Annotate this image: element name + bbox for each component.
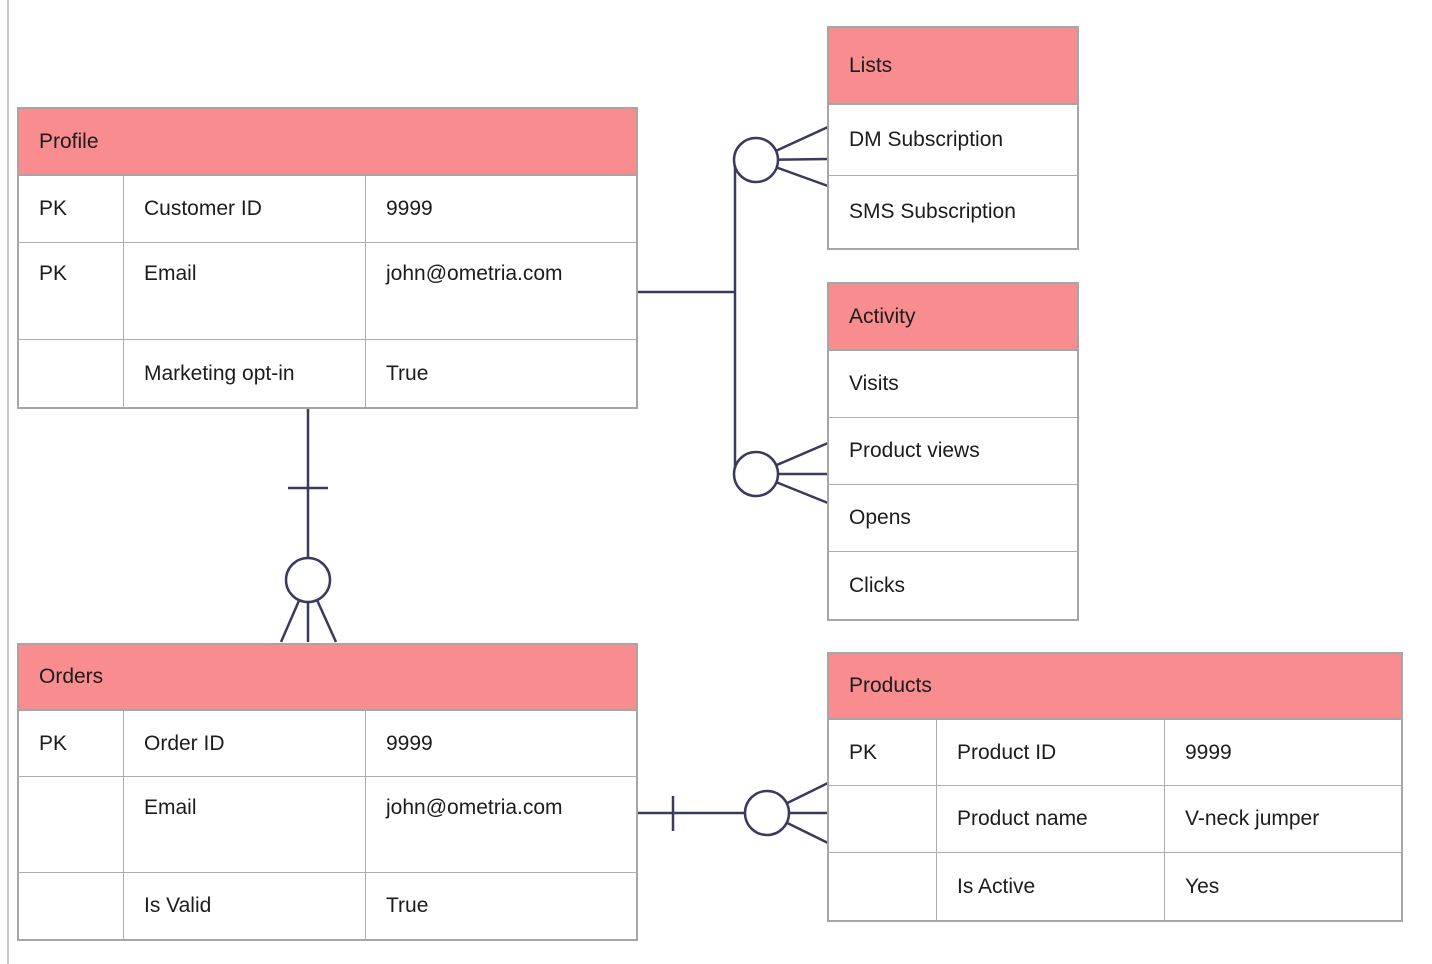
- cell-field: Email: [124, 243, 366, 339]
- table-row: DM Subscription: [829, 105, 1077, 176]
- table-row: PK Product ID 9999: [829, 720, 1401, 786]
- cell-field: Visits: [849, 372, 899, 395]
- cell-value: john@ometria.com: [386, 262, 563, 285]
- cell-field: Is Active: [937, 853, 1165, 920]
- crow-foot-activity-icon: [755, 441, 829, 505]
- cell-field: SMS Subscription: [849, 200, 1016, 223]
- cell-key: PK: [829, 720, 937, 785]
- cell-key: PK: [19, 711, 124, 776]
- cell-key: [19, 777, 124, 872]
- cell-key: [19, 873, 124, 939]
- table-row: PK Order ID 9999: [19, 711, 636, 777]
- zero-circle-orders-icon: [284, 556, 332, 604]
- entity-profile-title: Profile: [39, 129, 99, 153]
- cell-value: Yes: [1185, 874, 1220, 898]
- cell-key: PK: [19, 243, 124, 339]
- cell-field: Order ID: [124, 711, 366, 776]
- table-row: Product name V-neck jumper: [829, 786, 1401, 853]
- entity-profile-header: Profile: [19, 109, 636, 176]
- table-row: Marketing opt-in True: [19, 340, 636, 407]
- table-row: Is Valid True: [19, 873, 636, 939]
- cell-field: Email: [124, 777, 366, 872]
- cell-field: Clicks: [849, 573, 905, 597]
- zero-circle-activity-icon: [732, 450, 780, 498]
- connector-orders-products[interactable]: [637, 781, 829, 845]
- cell-key: PK: [19, 176, 124, 242]
- cell-value: 9999: [1185, 740, 1232, 764]
- table-row: PK Customer ID 9999: [19, 176, 636, 243]
- table-row: Opens: [829, 485, 1077, 552]
- cell-field: Is Valid: [124, 873, 366, 939]
- cell-key: [829, 786, 937, 852]
- cell-value: True: [386, 361, 429, 385]
- entity-activity-header: Activity: [829, 284, 1077, 351]
- cell-field: Product ID: [937, 720, 1165, 785]
- cell-value: 9999: [386, 197, 433, 220]
- connector-profile-lists-activity[interactable]: [637, 125, 829, 505]
- entity-profile[interactable]: Profile PK Customer ID 9999 PK Email joh…: [17, 107, 638, 409]
- cell-value: 9999: [386, 731, 433, 755]
- cell-key: [829, 853, 937, 920]
- table-row: Clicks: [829, 552, 1077, 619]
- cell-field: DM Subscription: [849, 128, 1004, 151]
- crow-foot-orders-icon: [279, 579, 338, 643]
- entity-products-title: Products: [849, 674, 932, 697]
- zero-circle-products-icon: [743, 789, 791, 837]
- cell-value: V-neck jumper: [1185, 807, 1320, 830]
- entity-products-header: Products: [829, 654, 1401, 720]
- entity-lists-title: Lists: [849, 53, 893, 77]
- page-edge-line: [7, 0, 9, 964]
- entity-activity-title: Activity: [849, 304, 916, 328]
- entity-activity[interactable]: Activity Visits Product views Opens Clic…: [827, 282, 1079, 621]
- table-row: PK Email john@ometria.com: [19, 243, 636, 340]
- cell-value: True: [386, 894, 429, 917]
- connector-profile-orders[interactable]: [279, 406, 338, 643]
- entity-orders-header: Orders: [19, 645, 636, 711]
- table-row: Product views: [829, 418, 1077, 485]
- cell-value: john@ometria.com: [386, 796, 563, 819]
- cell-field: Product views: [849, 439, 980, 462]
- cell-field: Marketing opt-in: [124, 340, 366, 407]
- table-row: SMS Subscription: [829, 176, 1077, 248]
- cell-key: [19, 340, 124, 407]
- table-row: Visits: [829, 351, 1077, 418]
- crow-foot-lists-icon: [755, 125, 829, 188]
- cell-field: Opens: [849, 506, 911, 529]
- cell-field: Customer ID: [124, 176, 366, 242]
- crow-foot-products-icon: [766, 781, 829, 845]
- entity-products[interactable]: Products PK Product ID 9999 Product name…: [827, 652, 1403, 922]
- entity-orders[interactable]: Orders PK Order ID 9999 Email john@ometr…: [17, 643, 638, 941]
- entity-lists[interactable]: Lists DM Subscription SMS Subscription: [827, 26, 1079, 250]
- table-row: Email john@ometria.com: [19, 777, 636, 873]
- entity-lists-header: Lists: [829, 28, 1077, 105]
- zero-circle-lists-icon: [732, 136, 780, 184]
- cell-field: Product name: [937, 786, 1165, 852]
- entity-orders-title: Orders: [39, 665, 104, 688]
- table-row: Is Active Yes: [829, 853, 1401, 920]
